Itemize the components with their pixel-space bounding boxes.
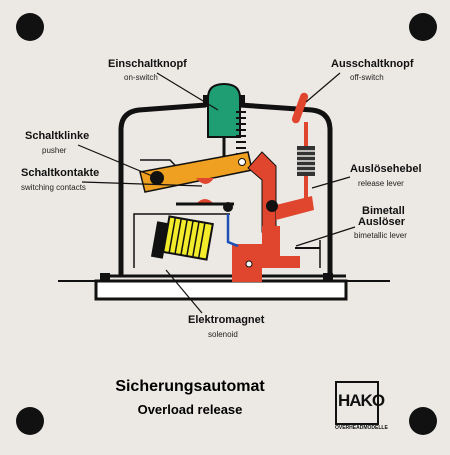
label-ausloesehebel: Auslösehebel xyxy=(350,163,422,175)
on-switch xyxy=(203,82,246,160)
logo-subtext: OVERHEADMODELLE xyxy=(335,425,388,431)
label-bimetallic-lever: bimetallic lever xyxy=(354,231,407,240)
release-lever xyxy=(232,151,314,282)
label-schaltkontakte: Schaltkontakte xyxy=(21,167,100,179)
mounting-hole-top-right xyxy=(409,13,437,41)
title-english: Overload release xyxy=(137,402,243,417)
label-solenoid: solenoid xyxy=(208,330,238,339)
logo-frame xyxy=(335,381,379,425)
label-ausloeser: Auslöser xyxy=(358,216,406,228)
logo-text: HAKO xyxy=(338,391,385,410)
label-schaltklinke: Schaltklinke xyxy=(25,130,90,142)
label-off-switch: off-switch xyxy=(350,73,384,82)
leader-lines xyxy=(77,72,356,314)
label-ausschaltknopf: Ausschaltknopf xyxy=(331,58,414,70)
label-switching-contacts: switching contacts xyxy=(21,183,86,192)
label-pusher: pusher xyxy=(42,146,67,155)
title-german: Sicherungsautomat xyxy=(115,378,265,395)
mounting-hole-bottom-right xyxy=(409,407,437,435)
hako-logo: HAKO OVERHEADMODELLE xyxy=(335,381,388,433)
housing-frame xyxy=(104,102,346,278)
mounting-hole-bottom-left xyxy=(16,407,44,435)
switching-contacts xyxy=(176,199,234,212)
label-elektromagnet: Elektromagnet xyxy=(188,314,265,326)
label-bimetall: Bimetall xyxy=(362,205,405,217)
solenoid xyxy=(150,215,214,261)
label-release-lever: release lever xyxy=(358,179,404,188)
label-on-switch: on-switch xyxy=(124,73,158,82)
off-switch xyxy=(291,92,315,200)
bimetallic-strip xyxy=(226,214,320,249)
label-einschaltknopf: Einschaltknopf xyxy=(108,58,187,70)
mounting-hole-top-left xyxy=(16,13,44,41)
